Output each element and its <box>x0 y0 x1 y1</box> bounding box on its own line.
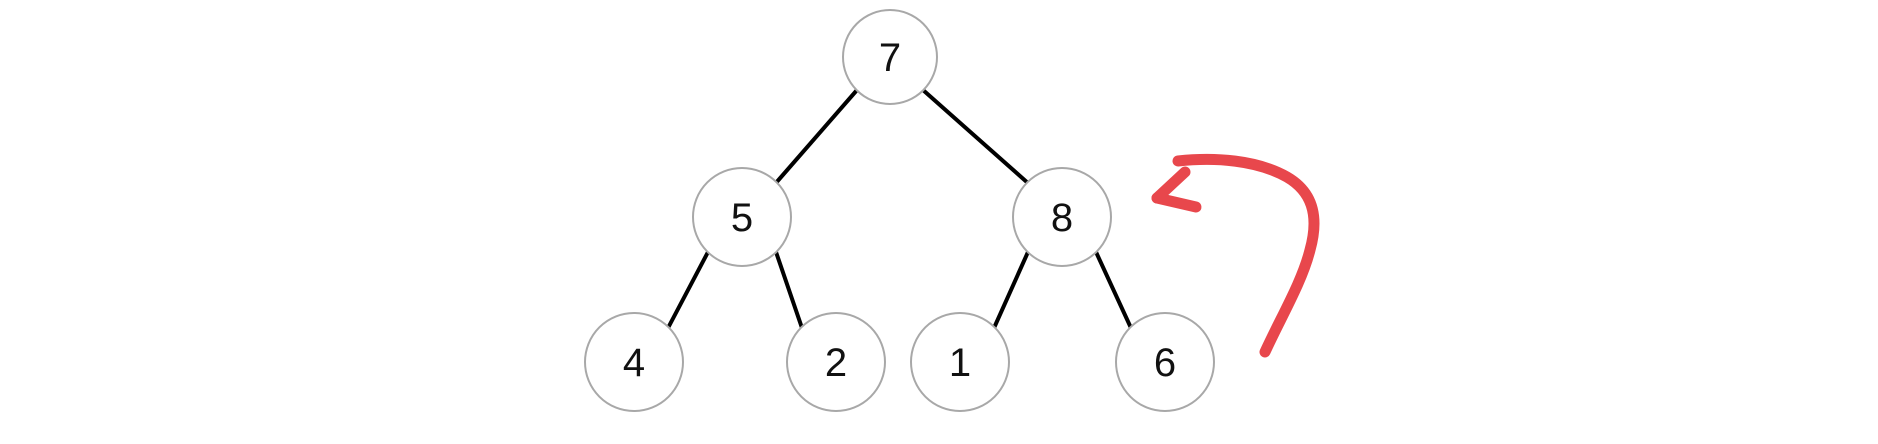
tree-node-5[interactable]: 5 <box>692 167 792 267</box>
tree-edge-5-4 <box>666 250 710 330</box>
node-label: 7 <box>879 36 901 80</box>
node-circle[interactable] <box>1115 312 1215 412</box>
node-label: 1 <box>949 341 971 385</box>
node-label: 2 <box>825 341 847 385</box>
node-label: 8 <box>1051 196 1073 240</box>
tree-edge-7-8 <box>921 88 1031 186</box>
red-curved-arrow-annotation <box>1151 153 1320 358</box>
tree-node-2[interactable]: 2 <box>786 312 886 412</box>
node-circle[interactable] <box>910 312 1010 412</box>
node-circle[interactable] <box>842 9 938 105</box>
tree-edge-8-1 <box>992 250 1030 330</box>
node-circle[interactable] <box>692 167 792 267</box>
arrow-body-path <box>1172 153 1320 358</box>
node-circle[interactable] <box>786 312 886 412</box>
tree-edge-5-2 <box>774 250 804 330</box>
node-label: 6 <box>1154 341 1176 385</box>
tree-edges <box>666 88 1133 330</box>
tree-edge-7-5 <box>773 88 859 186</box>
tree-nodes: 7 5 8 4 2 1 6 <box>584 9 1215 412</box>
node-label: 5 <box>731 196 753 240</box>
tree-node-root-7[interactable]: 7 <box>842 9 938 105</box>
node-circle[interactable] <box>584 312 684 412</box>
arrow-head-lower-barb <box>1151 192 1202 213</box>
node-circle[interactable] <box>1012 167 1112 267</box>
tree-node-6[interactable]: 6 <box>1115 312 1215 412</box>
tree-edge-8-6 <box>1094 250 1133 330</box>
tree-node-1[interactable]: 1 <box>910 312 1010 412</box>
node-label: 4 <box>623 341 645 385</box>
tree-node-4[interactable]: 4 <box>584 312 684 412</box>
tree-node-8[interactable]: 8 <box>1012 167 1112 267</box>
